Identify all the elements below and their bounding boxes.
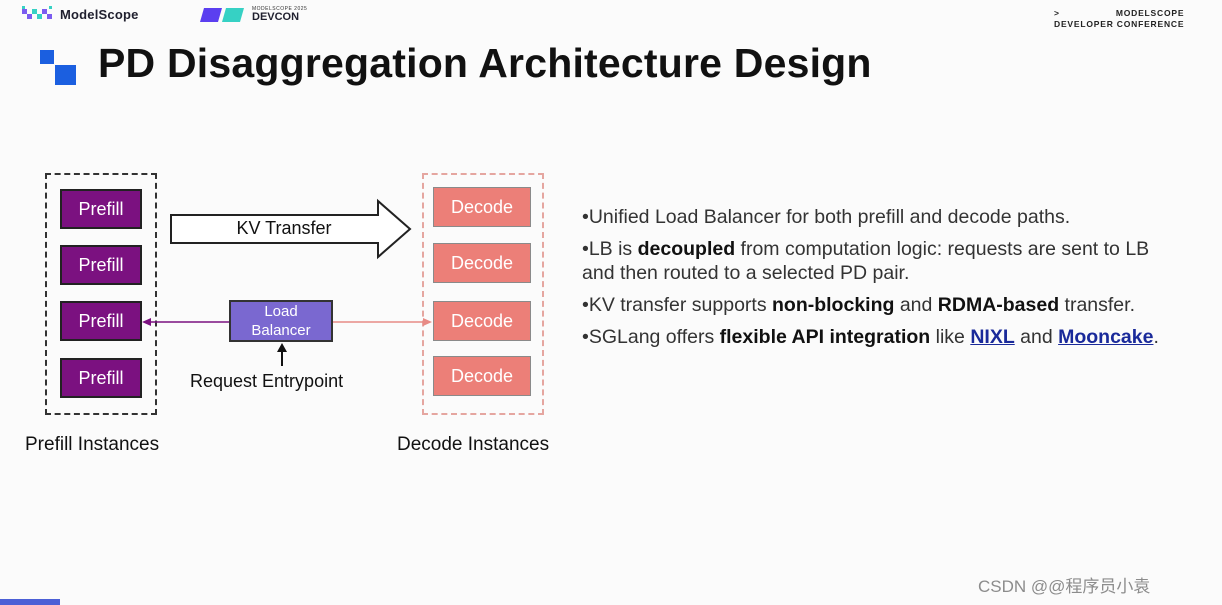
decode-node: Decode: [433, 301, 531, 341]
conference-line1: MODELSCOPE: [1115, 8, 1185, 18]
lb-to-prefill-arrowhead: [142, 318, 151, 326]
bullet-item: •KV transfer supports non-blocking and R…: [582, 294, 1135, 316]
corner-accent-bar: [0, 599, 60, 605]
entrypoint-arrowhead: [277, 343, 287, 352]
load-balancer-node: Load Balancer: [229, 300, 333, 342]
title-bullet-icon: [40, 50, 76, 85]
prefill-node: Prefill: [60, 189, 142, 229]
decode-node: Decode: [433, 187, 531, 227]
kv-transfer-label: KV Transfer: [236, 218, 332, 238]
modelscope-logo-text: ModelScope: [60, 6, 139, 22]
bullet-list: •Unified Load Balancer for both prefill …: [582, 205, 1182, 357]
load-balancer-line1: Load: [264, 303, 298, 320]
mooncake-link[interactable]: Mooncake: [1058, 326, 1154, 348]
devcon-small-text: MODELSCOPE 2025: [252, 6, 308, 12]
conference-line2: DEVELOPER CONFERENCE: [1054, 19, 1185, 29]
decode-node: Decode: [433, 243, 531, 283]
prefill-node: Prefill: [60, 301, 142, 341]
bullet-item: •LB is decoupled from computation logic:…: [582, 238, 1150, 284]
bullet-item: •Unified Load Balancer for both prefill …: [582, 206, 1071, 228]
devcon-logo: MODELSCOPE 2025 DEVCON: [200, 6, 307, 23]
kv-transfer-arrow: [170, 198, 412, 260]
nixl-link[interactable]: NIXL: [970, 326, 1015, 348]
devcon-mark-icon: [200, 7, 244, 22]
decode-group-box: [422, 173, 544, 415]
load-balancer-line2: Balancer: [251, 322, 311, 339]
prefill-node: Prefill: [60, 358, 142, 398]
page-title: PD Disaggregation Architecture Design: [98, 40, 872, 86]
decode-node: Decode: [433, 356, 531, 396]
prefill-group-box: [45, 173, 157, 415]
request-entrypoint-label: Request Entrypoint: [190, 371, 344, 391]
devcon-text: DEVCON: [252, 11, 300, 23]
watermark: CSDN @@程序员小袁: [978, 577, 1151, 596]
modelscope-mark-icon: [22, 6, 52, 19]
conference-label: > MODELSCOPE DEVELOPER CONFERENCE: [1054, 8, 1184, 30]
prefill-node: Prefill: [60, 245, 142, 285]
conference-arrow: >: [1054, 8, 1060, 18]
prefill-group-label: Prefill Instances: [25, 434, 160, 455]
modelscope-logo: ModelScope: [22, 6, 139, 22]
lb-to-decode-arrowhead: [423, 318, 432, 326]
decode-group-label: Decode Instances: [397, 434, 550, 455]
bullet-item: •SGLang offers flexible API integration …: [582, 326, 1159, 348]
